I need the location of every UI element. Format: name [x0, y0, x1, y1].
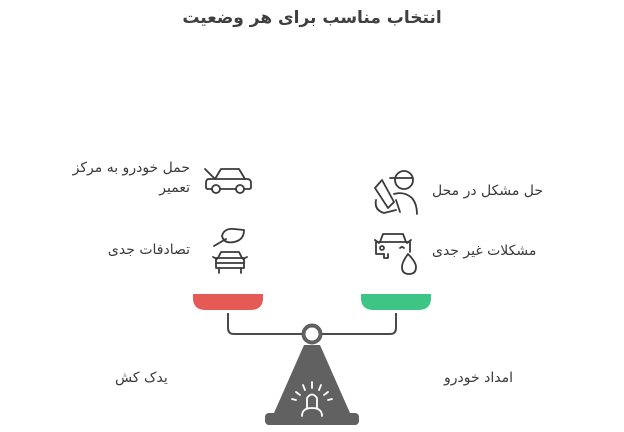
- mechanic-icon: [372, 168, 422, 216]
- car-crash-leaf-icon: [210, 226, 250, 278]
- scale-base: [265, 413, 359, 425]
- pivot-circle: [301, 323, 323, 345]
- diagram-title: انتخاب مناسب برای هر وضعیت: [182, 8, 442, 28]
- right-item-1-label: حل مشکل در محل: [432, 183, 544, 199]
- scale-beam: [227, 313, 302, 335]
- right-pan: [361, 294, 431, 310]
- left-item-1-line2: تعمیر: [159, 180, 190, 196]
- scale-stand: [274, 345, 350, 413]
- right-side-label: امداد خودرو: [444, 370, 513, 386]
- left-item-1-label: حمل خودرو به مرکز تعمیر: [0, 158, 190, 198]
- car-oil-drop-icon: [372, 230, 422, 278]
- left-pan: [193, 294, 263, 310]
- right-item-2-label: مشکلات غیر جدی: [432, 243, 537, 259]
- siren-icon: [291, 381, 333, 417]
- left-item-1-line1: حمل خودرو به مرکز: [72, 160, 190, 176]
- car-hood-open-icon: [203, 165, 255, 195]
- left-side-label: یدک کش: [115, 370, 168, 386]
- left-item-2-label: تصادفات جدی: [107, 242, 190, 258]
